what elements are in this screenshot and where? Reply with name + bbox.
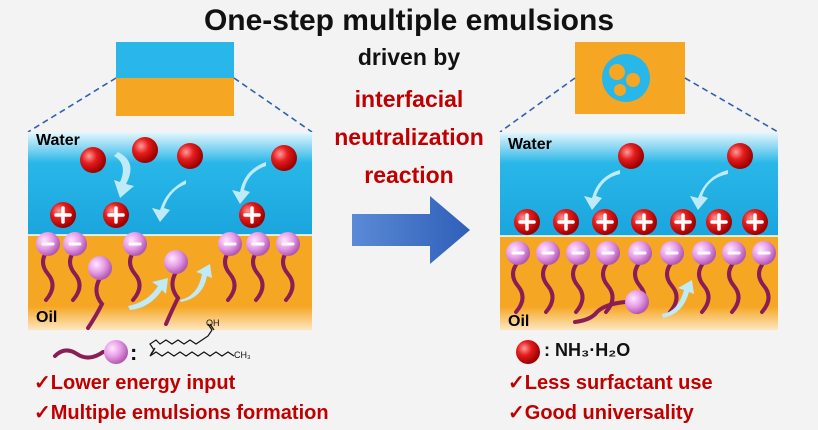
- right-positive-ions: [514, 209, 768, 235]
- right-oil-label: Oil: [508, 313, 530, 330]
- left-point-1-text: Lower energy input: [50, 372, 236, 394]
- left-point-1: ✓Lower energy input: [34, 370, 235, 395]
- subtitle-line-2: neutralization: [334, 124, 484, 150]
- page-title: One-step multiple emulsions: [203, 4, 615, 37]
- ammonia-legend-sphere: [516, 340, 540, 364]
- right-point-2: ✓Good universality: [508, 400, 694, 425]
- check-icon: ✓: [34, 402, 51, 424]
- oh-label: OH: [206, 318, 220, 328]
- check-icon: ✓: [508, 372, 525, 394]
- right-water-label: Water: [508, 136, 552, 153]
- left-positive-ions: [50, 202, 265, 228]
- left-point-2: ✓Multiple emulsions formation: [34, 400, 329, 425]
- check-icon: ✓: [508, 402, 525, 424]
- right-top-schematic: [499, 42, 779, 133]
- surfactant-legend-colon: :: [130, 340, 138, 365]
- left-panel: [28, 132, 312, 330]
- left-water-label: Water: [36, 132, 80, 149]
- right-panel: [500, 132, 778, 330]
- check-icon: ✓: [34, 372, 51, 394]
- subtitle-line-3: reaction: [364, 162, 454, 188]
- left-surfactant-tails: [41, 248, 295, 330]
- left-surfactant-heads: [36, 232, 300, 280]
- right-point-1-text: Less surfactant use: [524, 372, 713, 394]
- left-oil-label: Oil: [36, 309, 58, 326]
- oleic-acid-structure: [149, 323, 235, 357]
- subtitle-driven-by: driven by: [357, 44, 461, 70]
- right-flow-arrows: [584, 170, 728, 318]
- left-flow-arrows: [114, 152, 266, 310]
- right-point-1: ✓Less surfactant use: [508, 370, 713, 395]
- ammonia-legend-label: : NH₃·H₂O: [544, 340, 631, 360]
- subtitle-mechanism: interfacial neutralization reaction: [300, 80, 518, 194]
- subtitle-line-1: interfacial: [354, 86, 464, 112]
- right-surfactant-heads: [506, 241, 776, 314]
- right-point-2-text: Good universality: [524, 402, 694, 424]
- left-top-schematic: [27, 42, 313, 133]
- ch3-label: CH₃: [234, 350, 251, 360]
- left-point-2-text: Multiple emulsions formation: [50, 402, 329, 424]
- process-arrow: [352, 196, 470, 264]
- surfactant-legend-symbol: [53, 340, 128, 364]
